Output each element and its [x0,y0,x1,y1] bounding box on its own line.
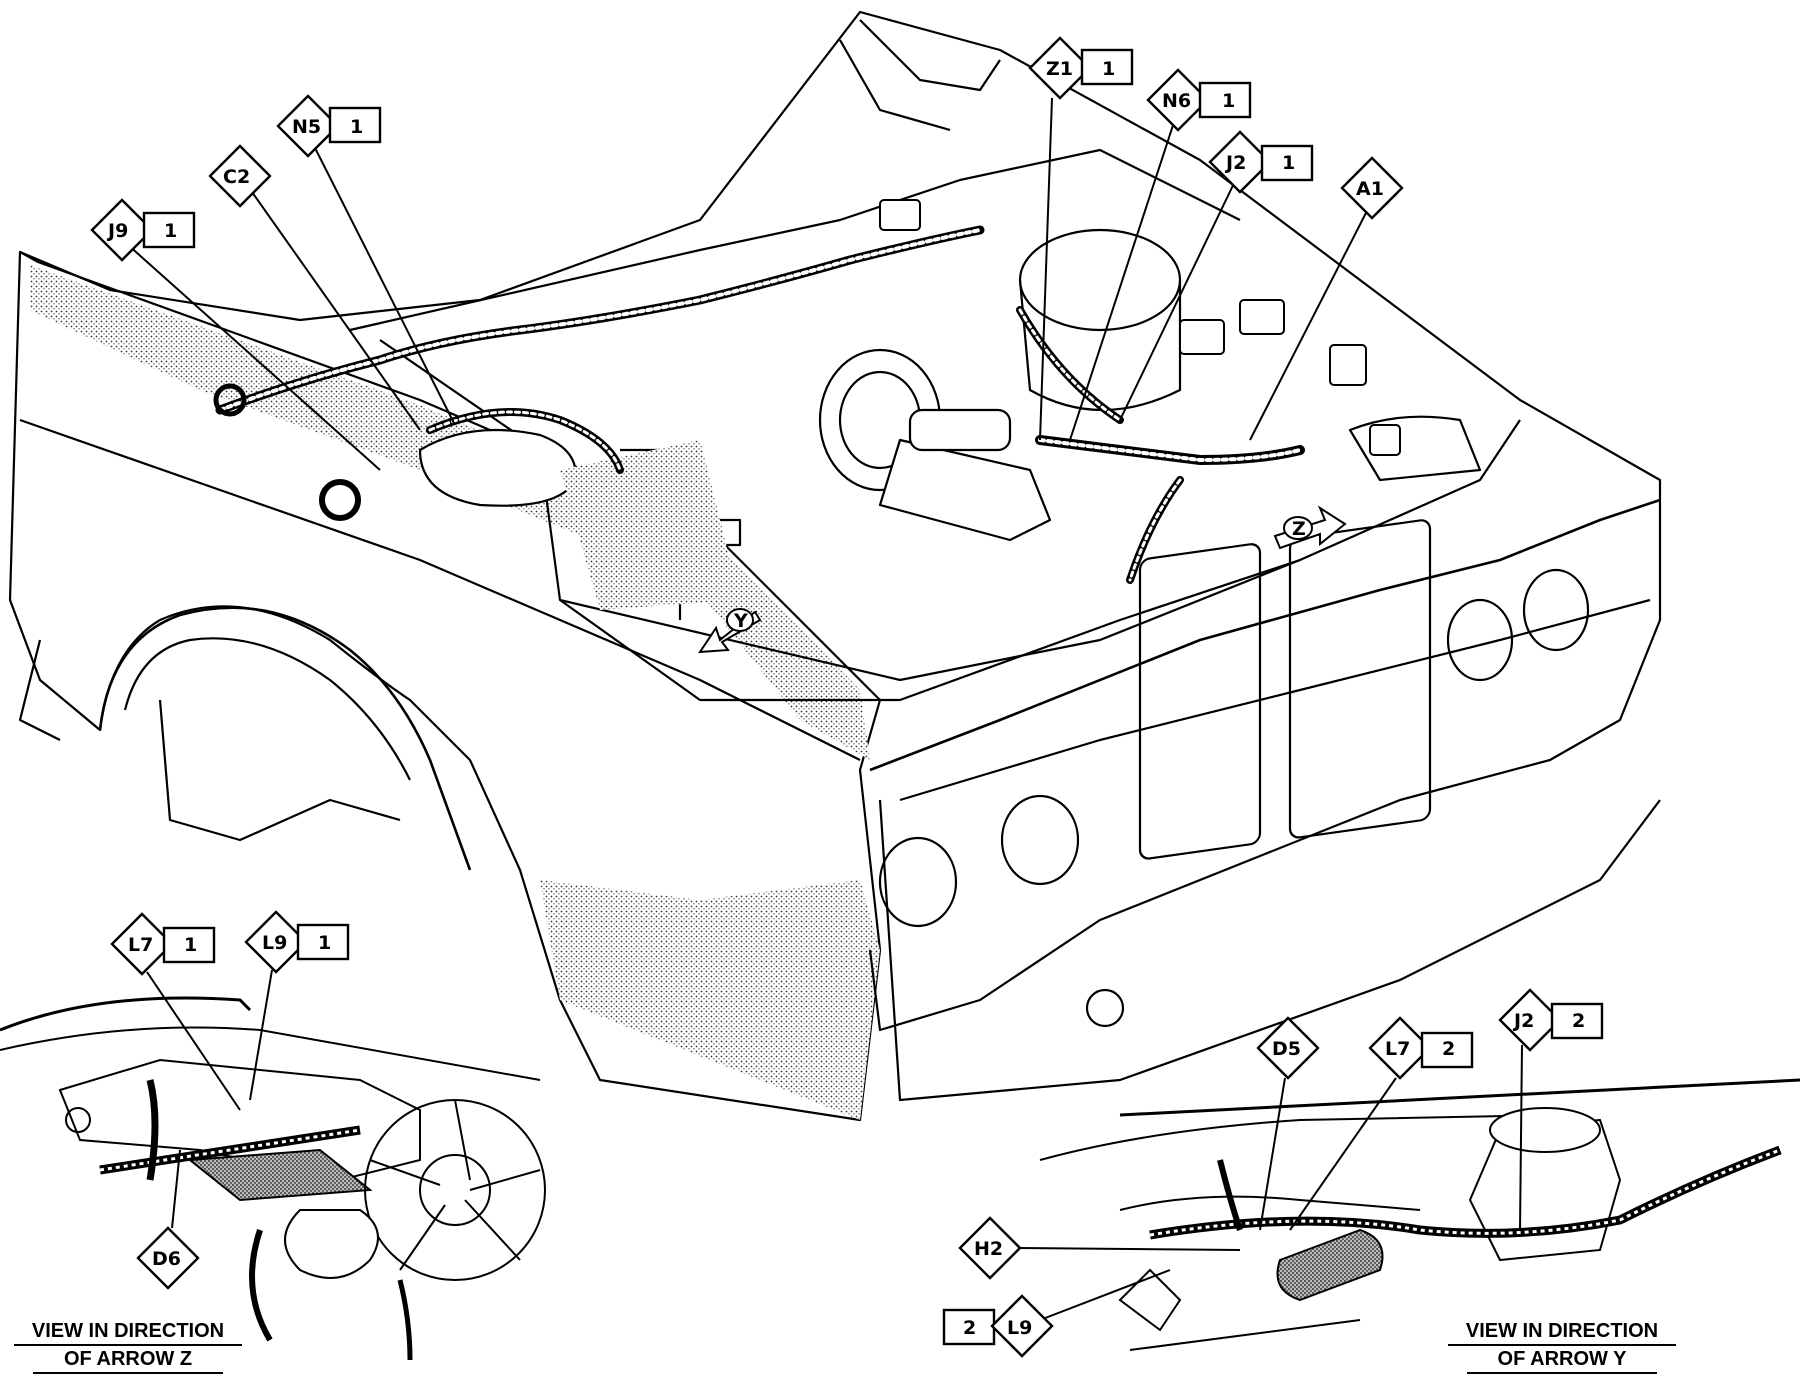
svg-text:L9: L9 [262,932,287,954]
svg-text:1: 1 [1222,90,1235,112]
svg-text:A1: A1 [1356,178,1384,200]
callout-view-y-j2: J2 2 [1498,988,1604,1052]
callout-view-y-h2: H2 [958,1216,1022,1280]
view-z-caption-line1: VIEW IN DIRECTION [14,1318,242,1346]
svg-text:L9: L9 [1007,1317,1032,1339]
svg-text:1: 1 [1282,152,1295,174]
callout-j9: J9 1 [90,198,196,262]
svg-text:J2: J2 [1512,1010,1534,1032]
svg-text:D5: D5 [1272,1038,1301,1060]
svg-text:Z1: Z1 [1046,58,1073,80]
callout-view-y-d5: D5 [1256,1016,1320,1080]
callout-view-y-l7: L7 2 [1368,1016,1474,1080]
view-y-caption-line1: VIEW IN DIRECTION [1448,1318,1676,1346]
svg-text:J2: J2 [1224,152,1246,174]
svg-text:N5: N5 [292,116,321,138]
view-z-caption-line2: OF ARROW Z [33,1346,223,1374]
callout-a1: A1 [1340,156,1404,220]
svg-text:2: 2 [1572,1010,1585,1032]
view-y-caption-line2: OF ARROW Y [1467,1346,1657,1374]
callout-n5: N5 1 [276,94,382,158]
svg-text:1: 1 [184,934,197,956]
arrow-y-label: Y [733,610,748,632]
callout-view-z-d6: D6 [136,1226,200,1290]
arrow-y-indicator: Y [698,608,762,654]
svg-text:J9: J9 [106,220,128,242]
svg-text:2: 2 [1442,1038,1455,1060]
svg-text:C2: C2 [223,166,250,188]
arrow-z-indicator: Z [1273,505,1347,550]
view-z-caption: VIEW IN DIRECTION OF ARROW Z [14,1318,242,1374]
svg-text:L7: L7 [1385,1038,1410,1060]
svg-text:2: 2 [963,1317,976,1339]
svg-text:1: 1 [350,116,363,138]
arrow-z-label: Z [1292,518,1306,540]
svg-text:N6: N6 [1162,90,1191,112]
svg-text:1: 1 [1102,58,1115,80]
callout-view-y-l9: 2 L9 [942,1294,1054,1358]
wiring-harness [213,225,1305,584]
view-y-inset [1039,1078,1801,1351]
view-y-caption: VIEW IN DIRECTION OF ARROW Y [1448,1318,1676,1374]
svg-text:1: 1 [318,932,331,954]
callout-z1: Z1 1 [1028,36,1134,100]
svg-text:1: 1 [164,220,177,242]
callout-j2: J2 1 [1208,130,1314,194]
callout-view-z-l7: L7 1 [110,912,216,976]
svg-text:H2: H2 [974,1238,1003,1260]
leader-lines [126,97,1523,1321]
callout-n6: N6 1 [1146,68,1252,132]
svg-text:D6: D6 [152,1248,181,1270]
callout-c2: C2 [208,144,272,208]
connectors [879,199,1401,456]
callout-view-z-l9: L9 1 [244,910,350,974]
view-z-inset [0,996,546,1361]
svg-text:L7: L7 [128,934,153,956]
